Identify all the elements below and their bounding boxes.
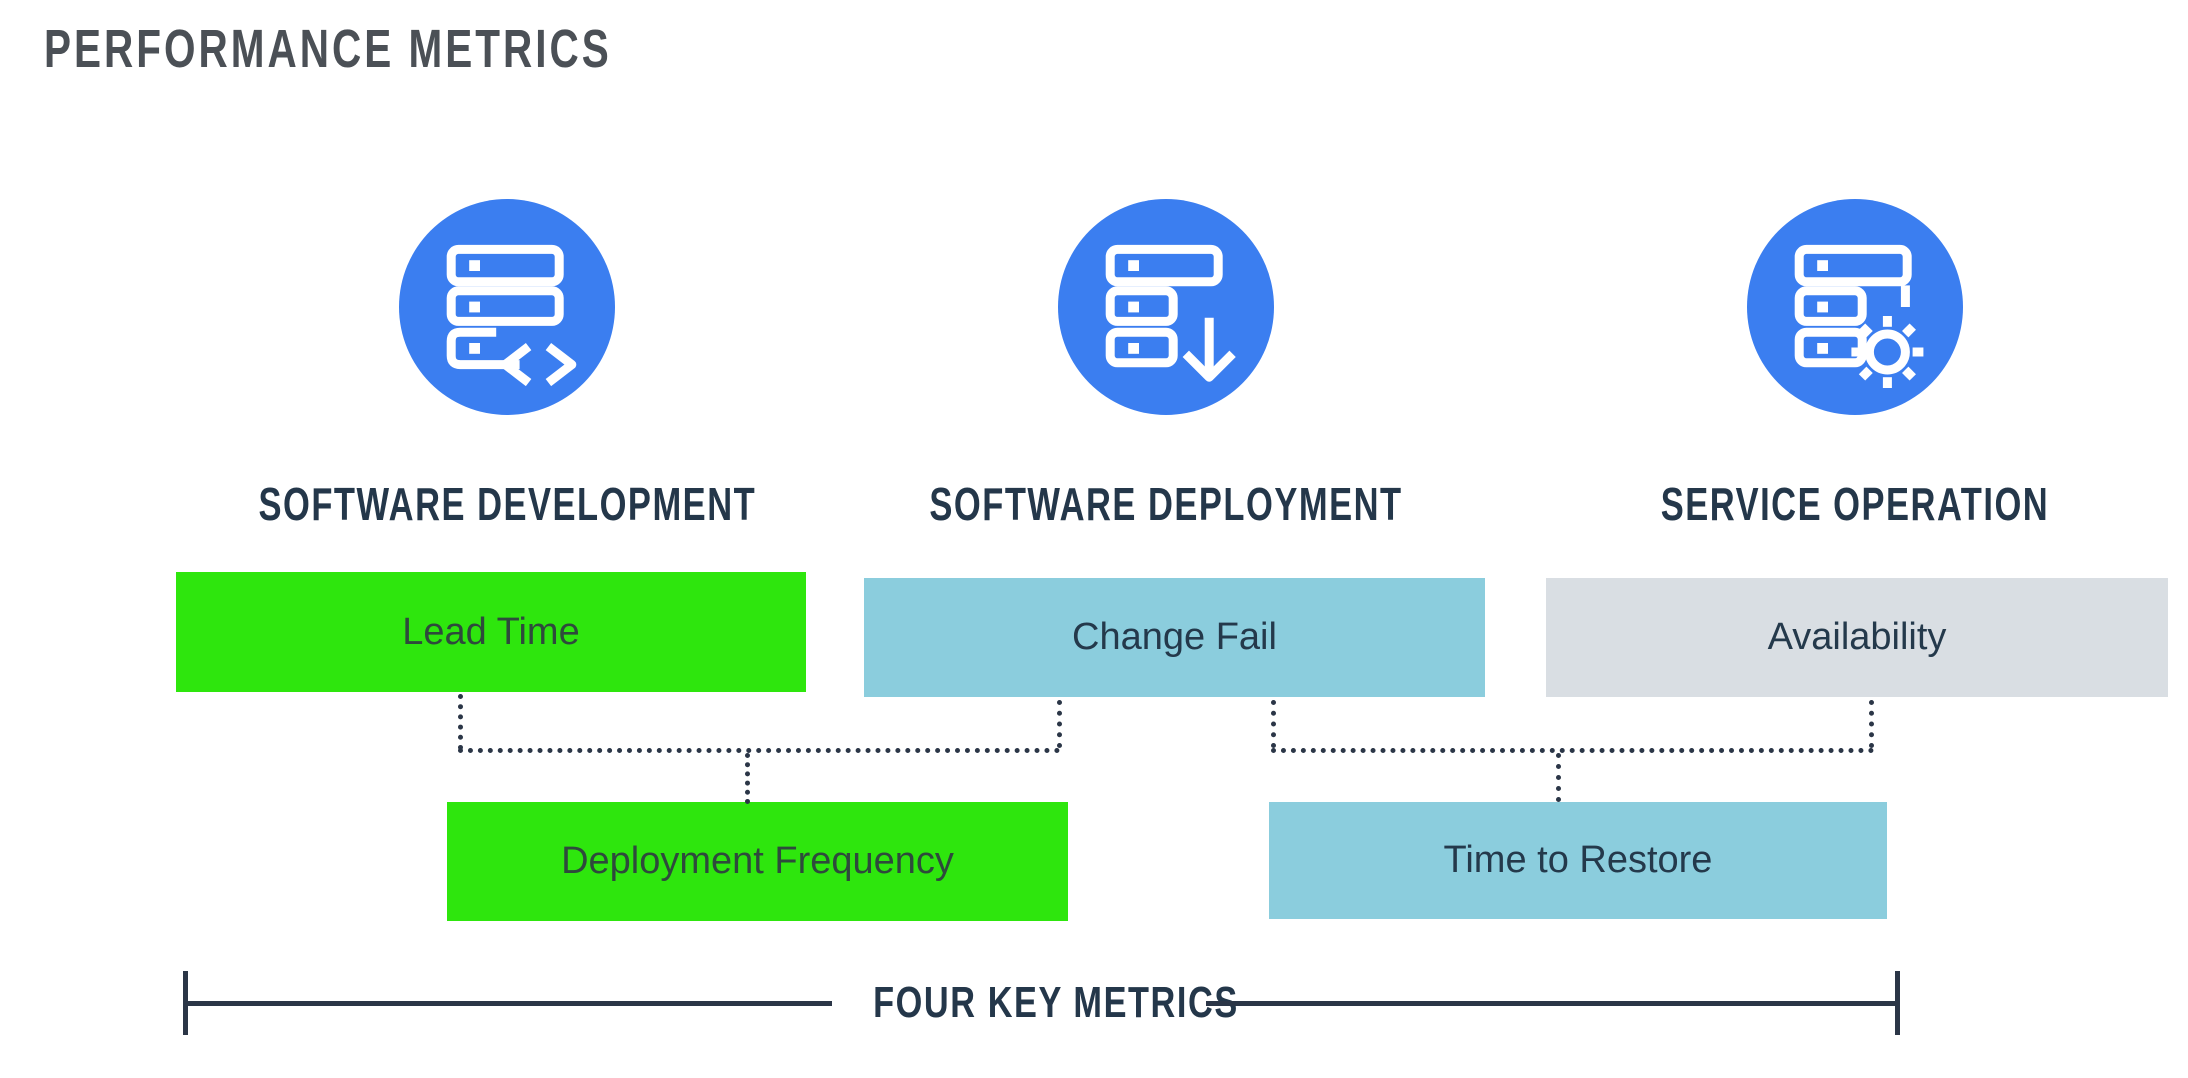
column-heading-software-development: SOFTWARE DEVELOPMENT — [258, 478, 757, 530]
connector-time-to-restore-drop-line — [1556, 753, 1561, 802]
bracket-right-tick — [1895, 971, 1900, 1035]
metric-bar-label: Availability — [1767, 616, 1947, 658]
column-heading-service-operation: SERVICE OPERATION — [1660, 478, 2050, 530]
connector-change-fail-left-rise-line — [1057, 700, 1062, 748]
metric-bar-label: Change Fail — [1072, 616, 1277, 658]
server-gear-icon-glyph — [1794, 244, 1924, 388]
server-download-icon-glyph — [1105, 244, 1236, 382]
four-key-metrics-bracket: FOUR KEY METRICS — [183, 971, 1900, 1035]
page-title: PERFORMANCE METRICS — [44, 19, 612, 79]
connector-left-horizontal-line — [458, 748, 1060, 753]
metric-bar-label: Deployment Frequency — [561, 840, 954, 882]
metric-bar-label: Time to Restore — [1443, 839, 1713, 881]
metric-bar-deployment-frequency: Deployment Frequency — [447, 802, 1068, 921]
bracket-left-line — [186, 1001, 832, 1006]
server-code-icon — [399, 199, 615, 415]
connector-right-horizontal-line — [1271, 748, 1874, 753]
column-heading-software-deployment: SOFTWARE DEPLOYMENT — [929, 478, 1403, 530]
bracket-right-line — [1206, 1001, 1897, 1006]
metric-bar-lead-time: Lead Time — [176, 572, 806, 692]
server-code-icon-glyph — [446, 244, 577, 387]
connector-change-fail-right-drop-line — [1271, 700, 1276, 748]
connector-deployment-frequency-drop-line — [745, 753, 750, 804]
server-download-icon — [1058, 199, 1274, 415]
metric-bar-change-fail: Change Fail — [864, 578, 1485, 697]
server-gear-icon — [1747, 199, 1963, 415]
metric-bar-time-to-restore: Time to Restore — [1269, 802, 1887, 919]
metric-bar-availability: Availability — [1546, 578, 2168, 697]
metric-bar-label: Lead Time — [402, 610, 580, 653]
four-key-metrics-label: FOUR KEY METRICS — [873, 978, 1239, 1027]
connector-availability-rise-line — [1869, 700, 1874, 748]
bracket-left-tick — [183, 971, 188, 1035]
connector-lead-time-drop-line — [458, 694, 463, 750]
